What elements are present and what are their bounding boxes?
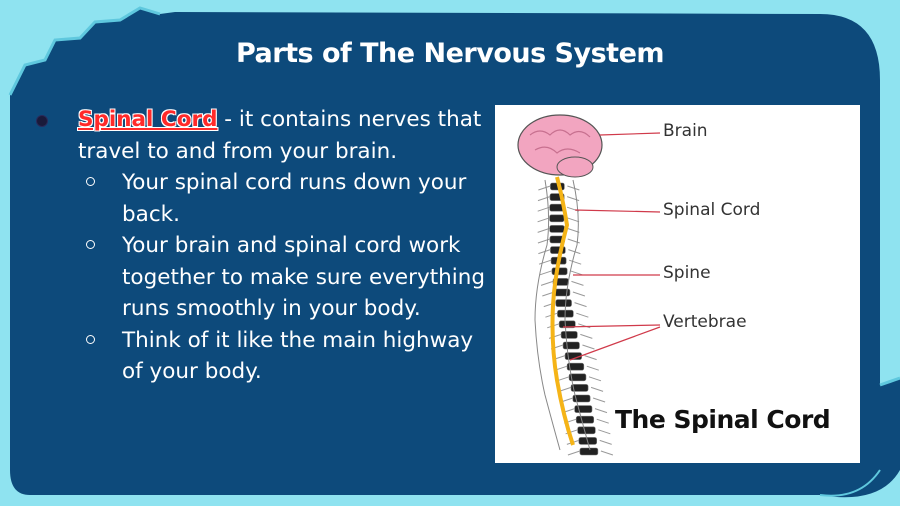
spinal-cord-diagram: Brain Spinal Cord Spine Vertebrae The Sp… <box>495 105 860 463</box>
vertebra-block <box>560 331 578 339</box>
slide-content: Spinal Cord - it contains nerves that tr… <box>36 104 486 388</box>
vertebra-block <box>549 214 565 223</box>
vertebra-process <box>538 259 582 265</box>
vertebrae-label: Vertebrae <box>663 312 747 332</box>
vertebra-process <box>556 376 602 382</box>
sub-bullet-text: Think of it like the main highway of you… <box>122 327 474 385</box>
vertebra-block <box>562 341 580 350</box>
sub-bullet: Your brain and spinal cord work together… <box>36 230 486 325</box>
vertebra-block <box>574 405 593 413</box>
vertebra-process <box>538 249 581 255</box>
spinal-cord-term: Spinal Cord <box>78 107 218 132</box>
vertebra-process <box>537 227 580 233</box>
hollow-circle-marker <box>86 240 95 249</box>
vertebra-process <box>538 185 580 191</box>
brain-illustration <box>517 114 603 178</box>
spine-illustration <box>517 114 661 456</box>
hollow-circle-marker <box>86 177 95 186</box>
vertebra-process <box>540 280 584 286</box>
main-bullet: Spinal Cord - it contains nerves that tr… <box>36 104 486 167</box>
vertebrae-illustration <box>537 182 614 456</box>
main-bullet-text: - it contains nerves that travel to and … <box>78 107 482 164</box>
vertebra-process <box>537 217 580 223</box>
vertebra-process <box>558 386 604 392</box>
vertebra-block <box>555 299 572 307</box>
bullet-dot <box>36 115 48 127</box>
vertebra-process <box>539 270 583 276</box>
brain-label: Brain <box>663 121 708 141</box>
sub-bullet-text: Your spinal cord runs down your back. <box>122 170 467 227</box>
hollow-circle-marker <box>86 334 95 344</box>
spine-label: Spine <box>663 263 711 283</box>
vertebra-block <box>551 267 568 276</box>
sub-bullet: Your spinal cord runs down your back. <box>36 167 486 230</box>
vertebra-process <box>567 450 614 456</box>
vertebra-block <box>549 225 565 233</box>
sub-bullet-text: Your brain and spinal cord work together… <box>122 233 486 321</box>
vertebra-block <box>575 415 595 424</box>
sub-bullet: Think of it like the main highway of you… <box>36 325 486 388</box>
sub-bullet-list: Your spinal cord runs down your back. Yo… <box>36 167 486 388</box>
spinal-cord-line <box>550 176 575 446</box>
vertebra-block <box>577 426 596 435</box>
diagram-caption: The Spinal Cord <box>615 405 831 434</box>
vertebra-block <box>579 447 599 456</box>
spinal-cord-label: Spinal Cord <box>663 200 761 220</box>
slide-title: Parts of The Nervous System <box>235 38 665 69</box>
